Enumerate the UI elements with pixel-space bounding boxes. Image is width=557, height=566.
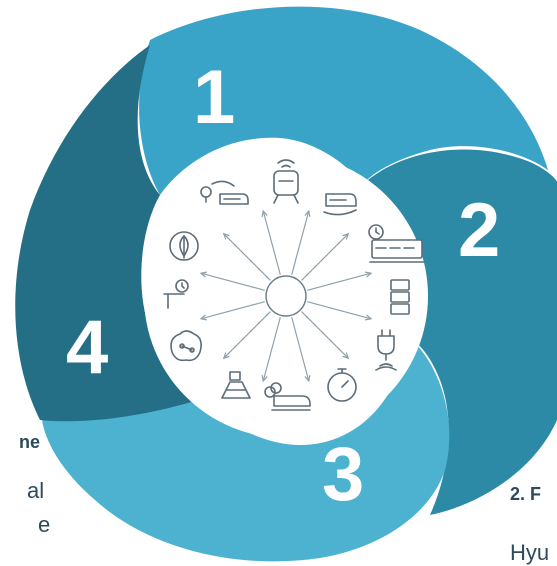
segment-1: [139, 6, 548, 195]
brain-circuit-icon: [170, 330, 202, 362]
leaf-circle-icon: [169, 231, 199, 261]
segment-1-number: 1: [193, 55, 235, 140]
hub-spokes: [199, 209, 373, 383]
spoke-arrowhead: [261, 374, 268, 383]
spoke-arrowhead: [261, 209, 268, 218]
spoke-line: [291, 317, 310, 382]
spoke-line: [307, 272, 372, 291]
segment-3-number: 3: [322, 432, 364, 517]
spoke-arrowhead: [364, 271, 373, 278]
signal-clock-icon: [163, 279, 189, 309]
left-label-fragment: ne: [19, 432, 41, 452]
spoke-arrowhead: [304, 209, 311, 218]
spoke-line: [223, 233, 271, 281]
spoke-arrowhead: [342, 352, 350, 360]
track-cone-icon: [221, 371, 251, 399]
train-bulb-cycle-icon: [200, 180, 249, 205]
spoke-line: [200, 272, 265, 291]
left-text-line-3: e: [38, 512, 51, 537]
spoke-arrowhead: [222, 352, 230, 360]
spoke-arrowhead: [199, 314, 208, 321]
spoke-line: [262, 317, 281, 382]
right-text-line-2: Hyu: [510, 540, 550, 565]
right-label-fragment: 2. F: [510, 484, 542, 504]
segment-4: [15, 45, 206, 422]
power-plug-signal-icon: [375, 329, 397, 371]
locomotive-clock-icon: [368, 224, 425, 263]
segment-2-number: 2: [458, 188, 500, 273]
spoke-line: [262, 210, 281, 275]
stopwatch-icon: [327, 368, 357, 402]
spoke-arrowhead: [304, 374, 311, 383]
spoke-arrowhead: [342, 232, 350, 240]
left-text-line-2: al: [27, 478, 45, 503]
spoke-line: [291, 210, 310, 275]
server-rack-icon: [390, 279, 410, 315]
hub-center: [265, 275, 307, 317]
spoke-arrowhead: [199, 271, 208, 278]
segment-3: [42, 338, 450, 562]
spoke-line: [223, 311, 271, 359]
spoke-line: [301, 233, 349, 281]
train-coins-icon: [264, 382, 311, 411]
spoke-arrowhead: [364, 314, 373, 321]
spoke-arrowhead: [222, 232, 230, 240]
spoke-line: [301, 311, 349, 359]
train-wifi-icon: [273, 159, 299, 204]
spoke-line: [307, 301, 372, 320]
train-hand-icon: [323, 193, 357, 216]
spoke-line: [200, 301, 265, 320]
segment-4-number: 4: [66, 305, 108, 390]
